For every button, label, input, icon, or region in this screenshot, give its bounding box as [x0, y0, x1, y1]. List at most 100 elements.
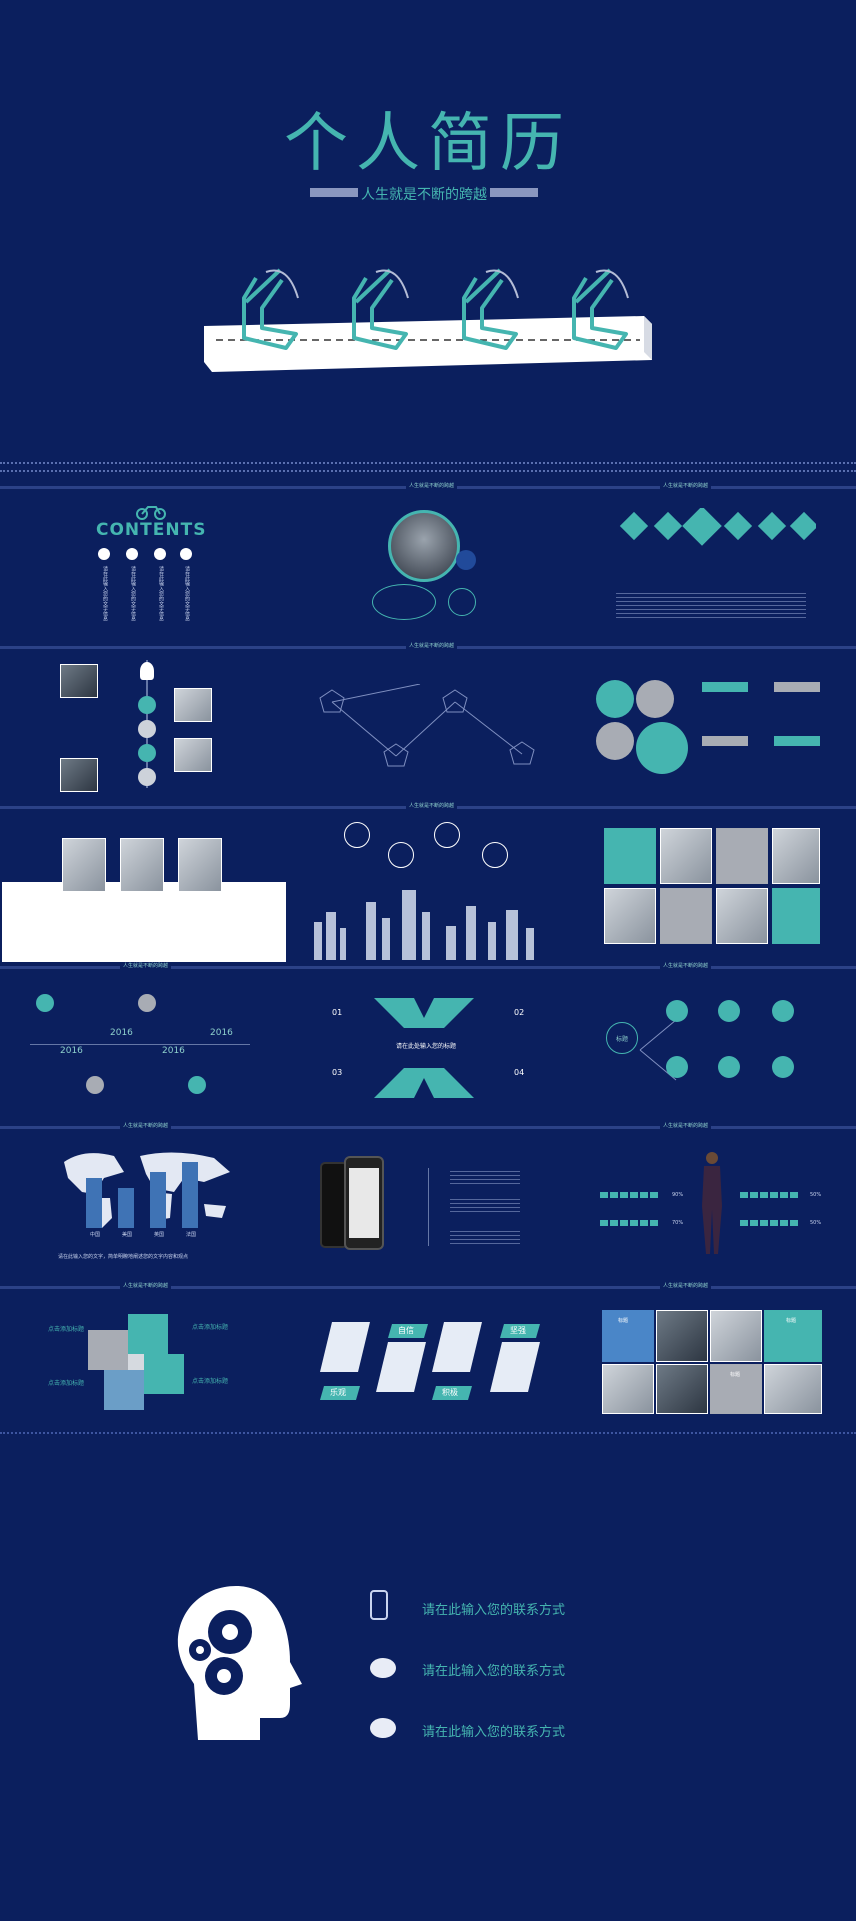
label-tag — [702, 736, 748, 746]
page-title: 个人简历 — [284, 107, 572, 181]
board-icon — [388, 842, 414, 868]
office-photo — [656, 1310, 708, 1362]
world-map — [54, 1148, 240, 1228]
subtitle-bar-left — [310, 188, 358, 197]
skill-percent: 70% — [672, 1220, 684, 1226]
row5: 中国 美国 英国 法国 请在此输入您的文字，简单明瞭地阐述您的文字内容和观点 9… — [0, 1132, 856, 1282]
bar-chart-icon — [636, 680, 674, 718]
office-photo — [602, 1364, 654, 1414]
tree-node — [718, 1000, 740, 1022]
skill-percent: 90% — [672, 1192, 684, 1198]
grid-photo — [772, 828, 820, 884]
puzzle-label: 点击添加标题 — [192, 1324, 229, 1331]
country-label: 法国 — [186, 1232, 197, 1238]
info-bubble — [448, 588, 476, 616]
phone-icon — [370, 1590, 388, 1620]
trophy-icon — [36, 994, 54, 1012]
row3 — [0, 812, 856, 962]
skill-percent: 50% — [810, 1192, 822, 1198]
contents-item: 请在此输入您的文字信息 — [158, 566, 164, 621]
person-photo — [178, 838, 222, 892]
country-label: 美国 — [122, 1232, 133, 1238]
info-bubble — [372, 584, 436, 620]
grid-photo — [604, 888, 656, 944]
trait-label: 自信 — [398, 1326, 414, 1335]
callout-block — [450, 1168, 520, 1184]
hero-platform — [204, 316, 652, 372]
office-photo — [764, 1364, 822, 1414]
tree-root — [606, 1022, 638, 1054]
step-badge — [138, 744, 156, 762]
puzzle-graphic — [88, 1314, 184, 1410]
grid-cell — [602, 1310, 654, 1362]
phone-mockup — [344, 1156, 384, 1250]
flow-arrows — [374, 998, 474, 1098]
row6: 点击添加标题 点击添加标题 点击添加标题 点击添加标题 自信 坚强 乐观 积极 … — [0, 1292, 856, 1442]
phone-icon — [596, 680, 634, 718]
grid-cell — [660, 888, 712, 944]
step-dot — [138, 720, 156, 738]
grid-cell — [604, 828, 656, 884]
businesswoman-figure — [698, 1150, 726, 1258]
step-badge — [138, 696, 156, 714]
building-photo — [174, 688, 212, 722]
separator-row3: 人生就是不断的跨越 — [0, 802, 856, 809]
gear-icon — [126, 548, 138, 560]
trophy-icon — [138, 994, 156, 1012]
callout-block — [450, 1196, 520, 1212]
puzzle-label: 点击添加标题 — [48, 1326, 85, 1333]
year-label: 2016 — [210, 1028, 233, 1038]
home-icon — [98, 548, 110, 560]
building-photo — [60, 758, 98, 792]
building-photo — [60, 664, 98, 698]
grid-cell — [710, 1364, 762, 1414]
paragraph-block — [616, 590, 806, 620]
separator-row4: 人生就是不断的跨越 人生就是不断的跨越 — [0, 962, 856, 969]
avatar — [388, 510, 460, 582]
hurdle-icons — [226, 258, 646, 358]
country-label: 英国 — [154, 1232, 165, 1238]
tree-node — [772, 1000, 794, 1022]
skill-bar — [740, 1192, 800, 1198]
timeline-line — [30, 1044, 250, 1045]
puzzle-label: 点击添加标题 — [48, 1380, 85, 1387]
flow-center: 请在此处输入您的标题 — [395, 1043, 456, 1050]
head-gears-icon — [172, 1584, 308, 1744]
tree-root-label: 标题 — [615, 1036, 628, 1043]
subtitle-bar-right — [490, 188, 538, 197]
row4: 2016 2016 2016 2016 请在此处输入您的标题 01 02 03 … — [0, 972, 856, 1122]
city-skyline — [306, 882, 542, 960]
callout-block — [450, 1228, 520, 1244]
tree-node — [772, 1056, 794, 1078]
trophy-icon — [188, 1076, 206, 1094]
dotted-divider — [0, 1432, 856, 1434]
puzzle-label: 点击添加标题 — [192, 1378, 229, 1385]
skill-bar — [600, 1220, 660, 1226]
chat-icon — [370, 1658, 396, 1678]
trait-label: 积极 — [442, 1388, 458, 1397]
person-photo — [120, 838, 164, 892]
office-photo — [710, 1310, 762, 1362]
person-photo — [62, 838, 106, 892]
tree-node — [666, 1000, 688, 1022]
grid-cell — [716, 828, 768, 884]
building-photo — [174, 738, 212, 772]
flow-number: 03 — [332, 1068, 343, 1077]
country-label: 中国 — [90, 1232, 101, 1238]
contents-list: 请在此输入您的文字信息 请在此输入您的文字信息 请在此输入您的文字信息 请在此输… — [96, 548, 196, 628]
contents-heading: CONTENTS — [96, 520, 207, 540]
map-caption: 请在此输入您的文字，简单明瞭地阐述您的文字内容和观点 — [58, 1254, 189, 1260]
skill-bar — [600, 1192, 660, 1198]
year-label: 2016 — [162, 1046, 185, 1056]
contact-line[interactable]: 请在此输入您的联系方式 — [422, 1664, 566, 1679]
speech-bubbles-icon — [370, 1718, 396, 1738]
team-panel — [2, 882, 286, 962]
grid-label: 标题 — [786, 1318, 797, 1324]
contact-line[interactable]: 请在此输入您的联系方式 — [422, 1725, 566, 1740]
document-icon — [180, 548, 192, 560]
grid-cell — [764, 1310, 822, 1362]
contact-line[interactable]: 请在此输入您的联系方式 — [422, 1603, 566, 1618]
flow-number: 04 — [514, 1068, 525, 1077]
money-icon — [344, 822, 370, 848]
user-icon — [482, 842, 508, 868]
